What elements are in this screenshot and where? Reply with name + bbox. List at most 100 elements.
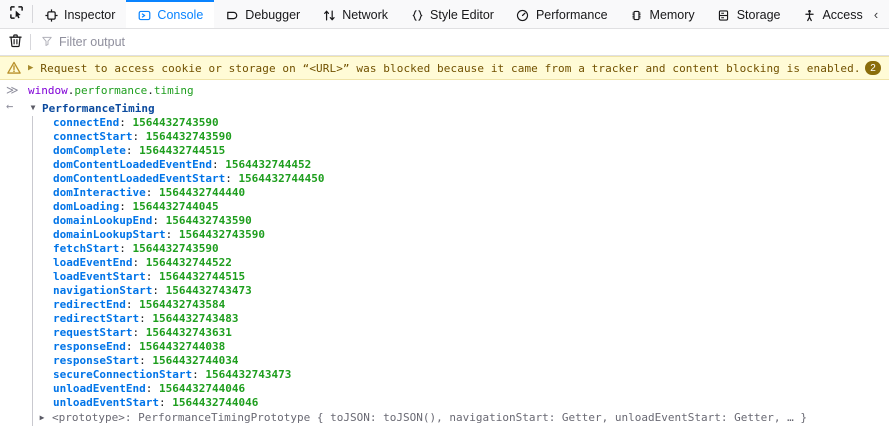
table-row[interactable]: unloadEventStart: 1564432744046 <box>33 396 889 410</box>
tab-performance[interactable]: Performance <box>505 0 619 28</box>
property-name: secureConnectionStart <box>53 368 193 381</box>
property-separator: : <box>192 368 206 381</box>
clear-console-button[interactable] <box>0 33 30 51</box>
table-row[interactable]: redirectStart: 1564432743483 <box>33 312 889 326</box>
warning-expander-icon[interactable]: ▶ <box>28 62 34 73</box>
property-name: requestStart <box>53 326 133 339</box>
property-name: loadEventEnd <box>53 256 133 269</box>
property-value: 1564432744515 <box>139 144 226 157</box>
filter-box[interactable] <box>31 29 889 55</box>
property-separator: : <box>132 326 146 339</box>
property-name: redirectEnd <box>53 298 126 311</box>
tab-style-editor-label: Style Editor <box>430 8 494 22</box>
table-row[interactable]: requestStart: 1564432743631 <box>33 326 889 340</box>
tab-inspector[interactable]: Inspector <box>33 0 126 28</box>
table-row[interactable]: domInteractive: 1564432744440 <box>33 186 889 200</box>
property-separator: : <box>165 228 179 241</box>
property-name: unloadEventStart <box>53 396 159 409</box>
tab-console[interactable]: Console <box>126 0 215 28</box>
input-prompt-icon: ≫ <box>6 83 19 97</box>
property-name: responseStart <box>53 354 140 367</box>
table-row[interactable]: navigationStart: 1564432743473 <box>33 284 889 298</box>
property-value: 1564432743590 <box>178 228 265 241</box>
table-row[interactable]: domContentLoadedEventStart: 156443274445… <box>33 172 889 186</box>
tab-debugger-label: Debugger <box>245 8 301 22</box>
element-picker-button[interactable] <box>0 0 32 28</box>
filter-input[interactable] <box>59 35 889 49</box>
token-window: window <box>28 83 68 97</box>
debugger-icon <box>225 8 239 22</box>
property-name: domContentLoadedEventEnd <box>53 158 212 171</box>
property-separator: : <box>211 158 226 171</box>
table-row[interactable]: unloadEventEnd: 1564432744046 <box>33 382 889 396</box>
table-row[interactable]: connectStart: 1564432743590 <box>33 130 889 144</box>
property-separator: : <box>152 214 166 227</box>
console-message-warning[interactable]: ▶ Request to access cookie or storage on… <box>0 56 889 80</box>
table-row[interactable]: domainLookupStart: 1564432743590 <box>33 228 889 242</box>
table-row[interactable]: responseEnd: 1564432744038 <box>33 340 889 354</box>
network-icon <box>322 8 336 22</box>
result-object-header[interactable]: ▼ PerformanceTiming <box>28 100 889 116</box>
console-toolbar-divider <box>30 34 31 50</box>
tab-style-editor[interactable]: Style Editor <box>399 0 505 28</box>
property-value: 1564432744038 <box>139 340 226 353</box>
chevron-left-icon: ‹ <box>873 6 879 22</box>
property-separator: : <box>145 382 159 395</box>
tab-memory[interactable]: Memory <box>619 0 706 28</box>
console-message-input: ≫ window.performance.timing <box>0 80 889 100</box>
property-name: domInteractive <box>53 186 146 199</box>
token-performance: performance <box>74 83 148 97</box>
property-separator: : <box>132 130 146 143</box>
property-separator: : <box>125 298 140 311</box>
property-separator: : <box>125 144 140 157</box>
property-value: 1564432744046 <box>158 382 246 395</box>
property-value: 1564432743590 <box>132 242 219 255</box>
property-name: domainLookupStart <box>53 228 166 241</box>
prototype-row[interactable]: ▶ <prototype>: PerformanceTimingPrototyp… <box>33 410 889 426</box>
table-row[interactable]: loadEventEnd: 1564432744522 <box>33 256 889 270</box>
property-name: domComplete <box>53 144 126 157</box>
property-separator: : <box>119 242 133 255</box>
table-row[interactable]: responseStart: 1564432744034 <box>33 354 889 368</box>
table-row[interactable]: domComplete: 1564432744515 <box>33 144 889 158</box>
table-row[interactable]: secureConnectionStart: 1564432743473 <box>33 368 889 382</box>
table-row[interactable]: domContentLoadedEventEnd: 1564432744452 <box>33 158 889 172</box>
console-output[interactable]: ▶ Request to access cookie or storage on… <box>0 56 889 427</box>
memory-icon <box>630 8 644 22</box>
property-separator: : <box>125 340 140 353</box>
table-row[interactable]: domainLookupEnd: 1564432743590 <box>33 214 889 228</box>
prototype-twisty-icon[interactable]: ▶ <box>39 413 45 422</box>
property-separator: : <box>119 116 133 129</box>
property-name: fetchStart <box>53 242 120 255</box>
devtools-toolbar: Inspector Console Debugger <box>0 0 889 29</box>
table-row[interactable]: connectEnd: 1564432743590 <box>33 116 889 130</box>
property-value: 1564432743483 <box>152 312 239 325</box>
expand-twisty-icon[interactable]: ▼ <box>30 103 36 112</box>
tab-storage[interactable]: Storage <box>706 0 792 28</box>
tab-overflow-button[interactable]: ‹ <box>863 0 889 28</box>
token-timing: timing <box>153 83 194 97</box>
table-row[interactable]: fetchStart: 1564432743590 <box>33 242 889 256</box>
tab-inspector-label: Inspector <box>64 8 116 22</box>
tab-network[interactable]: Network <box>311 0 399 28</box>
property-value: 1564432743473 <box>205 368 292 381</box>
result-body: ▼ PerformanceTiming connectEnd: 15644327… <box>28 100 889 426</box>
tab-debugger[interactable]: Debugger <box>214 0 311 28</box>
tab-memory-label: Memory <box>649 8 695 22</box>
table-row[interactable]: loadEventStart: 1564432744515 <box>33 270 889 284</box>
warning-message-text: Request to access cookie or storage on “… <box>40 61 859 75</box>
property-value: 1564432743584 <box>139 298 226 311</box>
property-name: connectEnd <box>53 116 120 129</box>
result-object-name: PerformanceTiming <box>42 101 155 115</box>
property-value: 1564432743473 <box>165 284 252 297</box>
tab-accessibility[interactable]: Accessibility <box>791 0 863 28</box>
table-row[interactable]: domLoading: 1564432744045 <box>33 200 889 214</box>
table-row[interactable]: redirectEnd: 1564432743584 <box>33 298 889 312</box>
property-value: 1564432744450 <box>238 172 325 185</box>
property-name: connectStart <box>53 130 133 143</box>
tab-storage-label: Storage <box>736 8 781 22</box>
result-return-icon: ← <box>6 99 14 113</box>
property-separator: : <box>119 200 133 213</box>
console-toolbar <box>0 29 889 56</box>
accessibility-icon <box>802 8 816 22</box>
